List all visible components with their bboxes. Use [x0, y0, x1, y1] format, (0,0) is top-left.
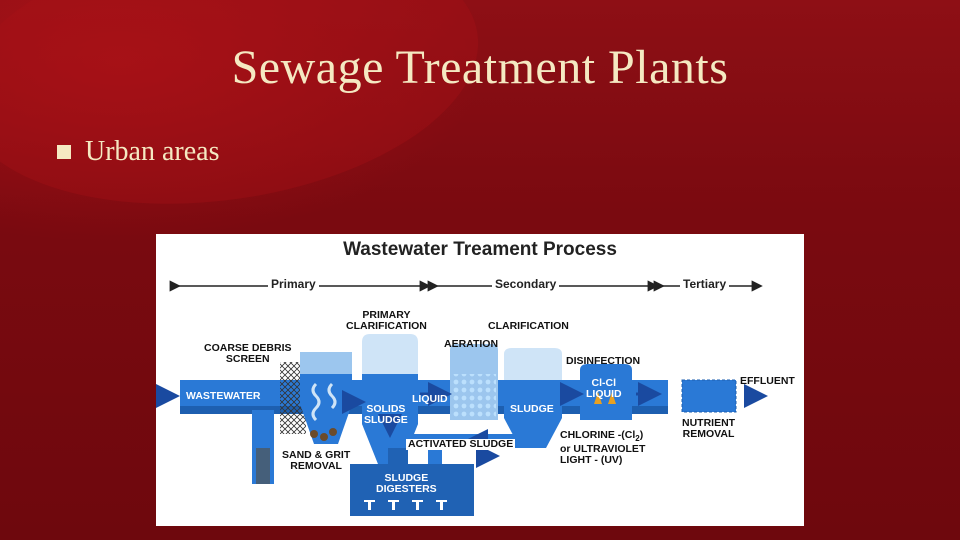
label-activated-sludge: ACTIVATED SLUDGE	[406, 438, 516, 450]
grit-tank	[300, 352, 352, 444]
slide-title: Sewage Treatment Plants	[231, 41, 729, 94]
label-sludge-digesters: SLUDGE DIGESTERS	[376, 472, 437, 495]
label-sludge: SLUDGE	[510, 403, 554, 415]
stage-tertiary: Tertiary	[680, 277, 730, 291]
label-primary-clarification: PRIMARY CLARIFICATION	[346, 309, 427, 332]
diagram-title: Wastewater Treament Process	[343, 239, 617, 260]
label-sand-grit: SAND & GRIT REMOVAL	[282, 449, 351, 472]
label-clarification: CLARIFICATION	[488, 320, 569, 332]
stage-secondary: Secondary	[492, 277, 560, 291]
label-liquid: LIQUID	[412, 393, 448, 405]
label-wastewater: WASTEWATER	[186, 390, 261, 402]
nutrient-removal-tank	[681, 379, 737, 413]
bullet-text: Urban areas	[85, 136, 220, 167]
label-coarse-debris: COARSE DEBRIS SCREEN	[204, 342, 292, 365]
label-clcl-liquid: Cl-Cl LIQUID	[586, 377, 622, 400]
pipe-debris	[256, 448, 270, 484]
label-solids-sludge: SOLIDS SLUDGE	[364, 403, 408, 426]
stage-primary: Primary	[268, 277, 319, 291]
label-aeration: AERATION	[444, 338, 499, 350]
label-nutrient-removal: NUTRIENT REMOVAL	[682, 417, 736, 440]
channel-depth	[180, 406, 668, 414]
bullet-item: Urban areas	[57, 136, 219, 168]
label-effluent: EFFLUENT	[740, 375, 795, 387]
label-chlorine-uv: CHLORINE -(Cl2) or ULTRAVIOLET LIGHT - (…	[560, 429, 646, 467]
diagram-graphics	[156, 280, 768, 516]
disinfection-tank	[580, 364, 632, 420]
label-disinfection: DISINFECTION	[566, 355, 641, 367]
square-bullet-icon	[57, 145, 71, 159]
wastewater-diagram: Wastewater Treament Process Primary Seco…	[156, 234, 804, 526]
